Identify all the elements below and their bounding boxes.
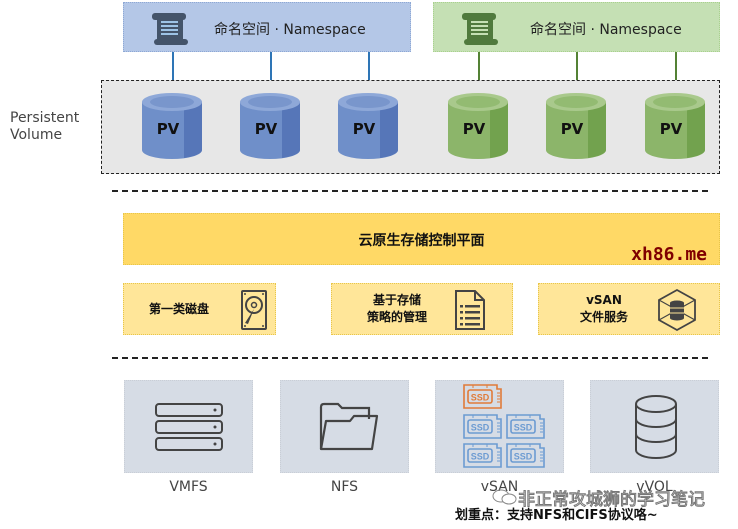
connector-line — [270, 52, 272, 92]
namespace-title: 命名空间 · Namespace — [530, 22, 682, 38]
connector-line — [576, 52, 578, 92]
persistent-volume-label: Persistent Volume — [10, 110, 79, 144]
connector-line — [675, 52, 677, 92]
ssd-icon: SSD — [506, 443, 545, 468]
control-plane-title: 云原生存储控制平面 — [358, 233, 485, 249]
layer-separator — [112, 357, 708, 359]
service-label: vSAN 文件服务 — [559, 292, 649, 326]
cylinder-icon — [142, 93, 202, 159]
pv-label-line1: Persistent — [10, 110, 80, 126]
ssd-array-icon: SSD SSD SSD SSD SSD — [463, 383, 545, 471]
backend-vmfs — [124, 380, 253, 473]
service-label-line2: 策略的管理 — [366, 310, 427, 324]
highlight-note: 划重点：支持NFS和CIFS协议咯~ — [455, 508, 658, 523]
connector-line — [172, 52, 174, 92]
pv-label-line2: Volume — [10, 127, 63, 143]
namespace-title: 命名空间 · Namespace — [214, 22, 366, 38]
backend-nfs — [280, 380, 409, 473]
svg-text:SSD: SSD — [471, 423, 490, 433]
namespace-box-green: 命名空间 · Namespace — [433, 2, 720, 52]
backend-label: VMFS — [169, 479, 208, 495]
svg-text:SSD: SSD — [471, 452, 490, 462]
ssd-icon: SSD — [463, 443, 502, 468]
pv-cylinder-blue: PV — [140, 90, 204, 162]
pv-label: PV — [462, 120, 486, 138]
pv-cylinder-blue: PV — [336, 90, 400, 162]
database-icon — [635, 395, 677, 459]
svg-text:SSD: SSD — [471, 393, 490, 403]
cylinder-icon — [338, 93, 398, 159]
wechat-watermark: 非正常攻城狮的学习笔记 — [518, 490, 706, 511]
control-plane-box: 云原生存储控制平面 xh86.me — [123, 213, 720, 265]
svg-text:SSD: SSD — [514, 423, 533, 433]
pv-cylinder-blue: PV — [238, 90, 302, 162]
persistent-volume-region — [101, 80, 720, 174]
service-policy-management: 基于存储 策略的管理 — [331, 283, 513, 335]
service-first-class-disk: 第一类磁盘 — [123, 283, 276, 335]
cylinder-icon — [546, 93, 606, 159]
service-label-line2: 文件服务 — [579, 310, 628, 324]
document-list-icon — [455, 290, 485, 330]
service-label-line1: vSAN — [586, 293, 622, 307]
connector-line — [368, 52, 370, 92]
ssd-icon: SSD — [463, 384, 502, 409]
backend-label: vSAN — [480, 479, 519, 495]
namespace-box-blue: 命名空间 · Namespace — [123, 2, 411, 52]
folder-icon — [319, 402, 379, 451]
pv-label: PV — [352, 120, 376, 138]
svg-text:SSD: SSD — [514, 452, 533, 462]
cylinder-icon — [448, 93, 508, 159]
connector-line — [478, 52, 480, 92]
layer-separator — [112, 190, 708, 192]
site-watermark: xh86.me — [631, 244, 707, 265]
service-label: 基于存储 策略的管理 — [352, 292, 442, 326]
ssd-icon: SSD — [506, 414, 545, 439]
pv-label: PV — [659, 120, 683, 138]
service-label: 第一类磁盘 — [148, 302, 209, 316]
service-label-line1: 基于存储 — [372, 293, 421, 307]
backend-vsan: SSD SSD SSD SSD SSD — [435, 380, 564, 473]
backend-label: vVOL — [636, 479, 673, 495]
pv-label: PV — [254, 120, 278, 138]
scroll-document-icon — [462, 13, 498, 45]
backend-label: NFS — [330, 479, 359, 495]
ssd-icon: SSD — [463, 414, 502, 439]
cylinder-icon — [645, 93, 705, 159]
wechat-icon — [492, 489, 517, 505]
pv-cylinder-green: PV — [446, 90, 510, 162]
hard-disk-icon — [241, 290, 267, 330]
cylinder-icon — [240, 93, 300, 159]
pv-label: PV — [156, 120, 180, 138]
pv-cylinder-green: PV — [643, 90, 707, 162]
backend-vvol — [590, 380, 719, 473]
pv-cylinder-green: PV — [544, 90, 608, 162]
pv-label: PV — [560, 120, 584, 138]
scroll-document-icon — [152, 13, 188, 45]
server-stack-icon — [155, 403, 223, 451]
database-cube-icon — [658, 288, 696, 332]
service-vsan-file: vSAN 文件服务 — [538, 283, 720, 335]
